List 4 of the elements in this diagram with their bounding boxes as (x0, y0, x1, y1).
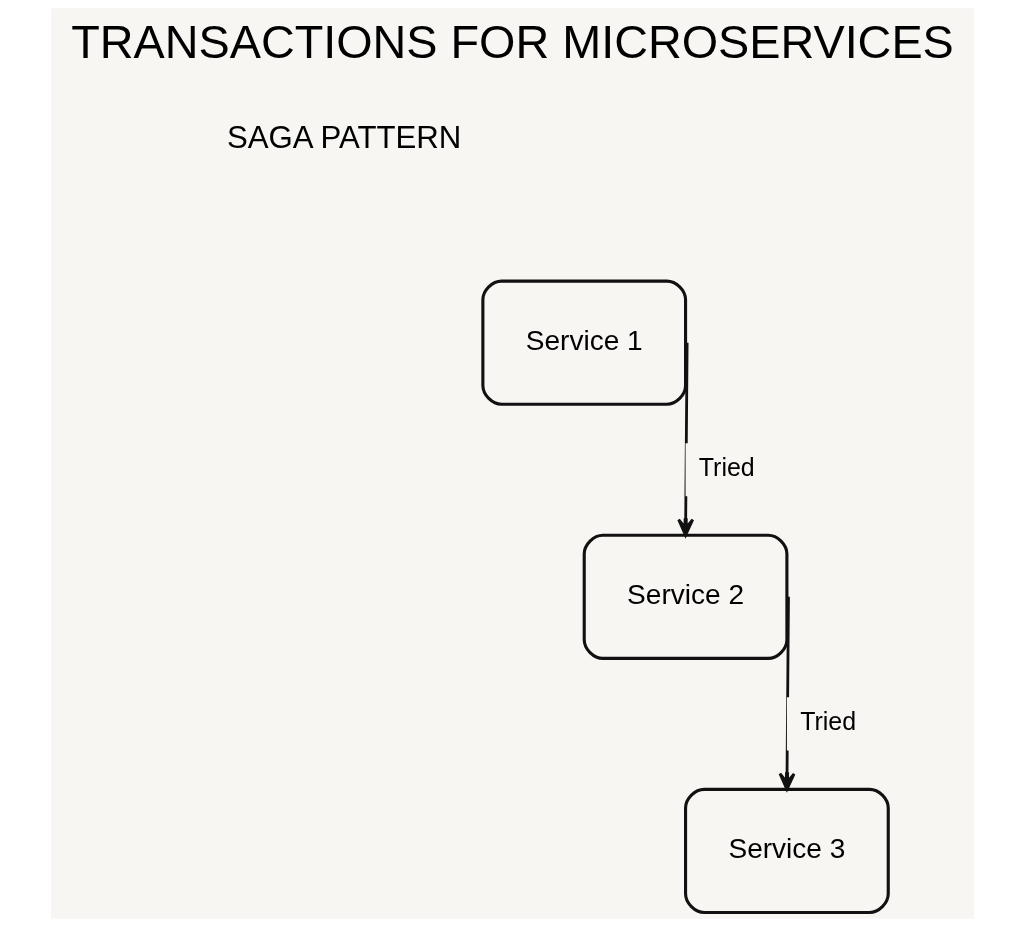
label: SAGA PATTERN (226, 119, 461, 155)
diagram-title: TRANSACTIONS FOR MICROSERVICES (70, 16, 954, 69)
edge-label: Tried (698, 452, 755, 481)
edge-label: Tried (799, 706, 856, 735)
